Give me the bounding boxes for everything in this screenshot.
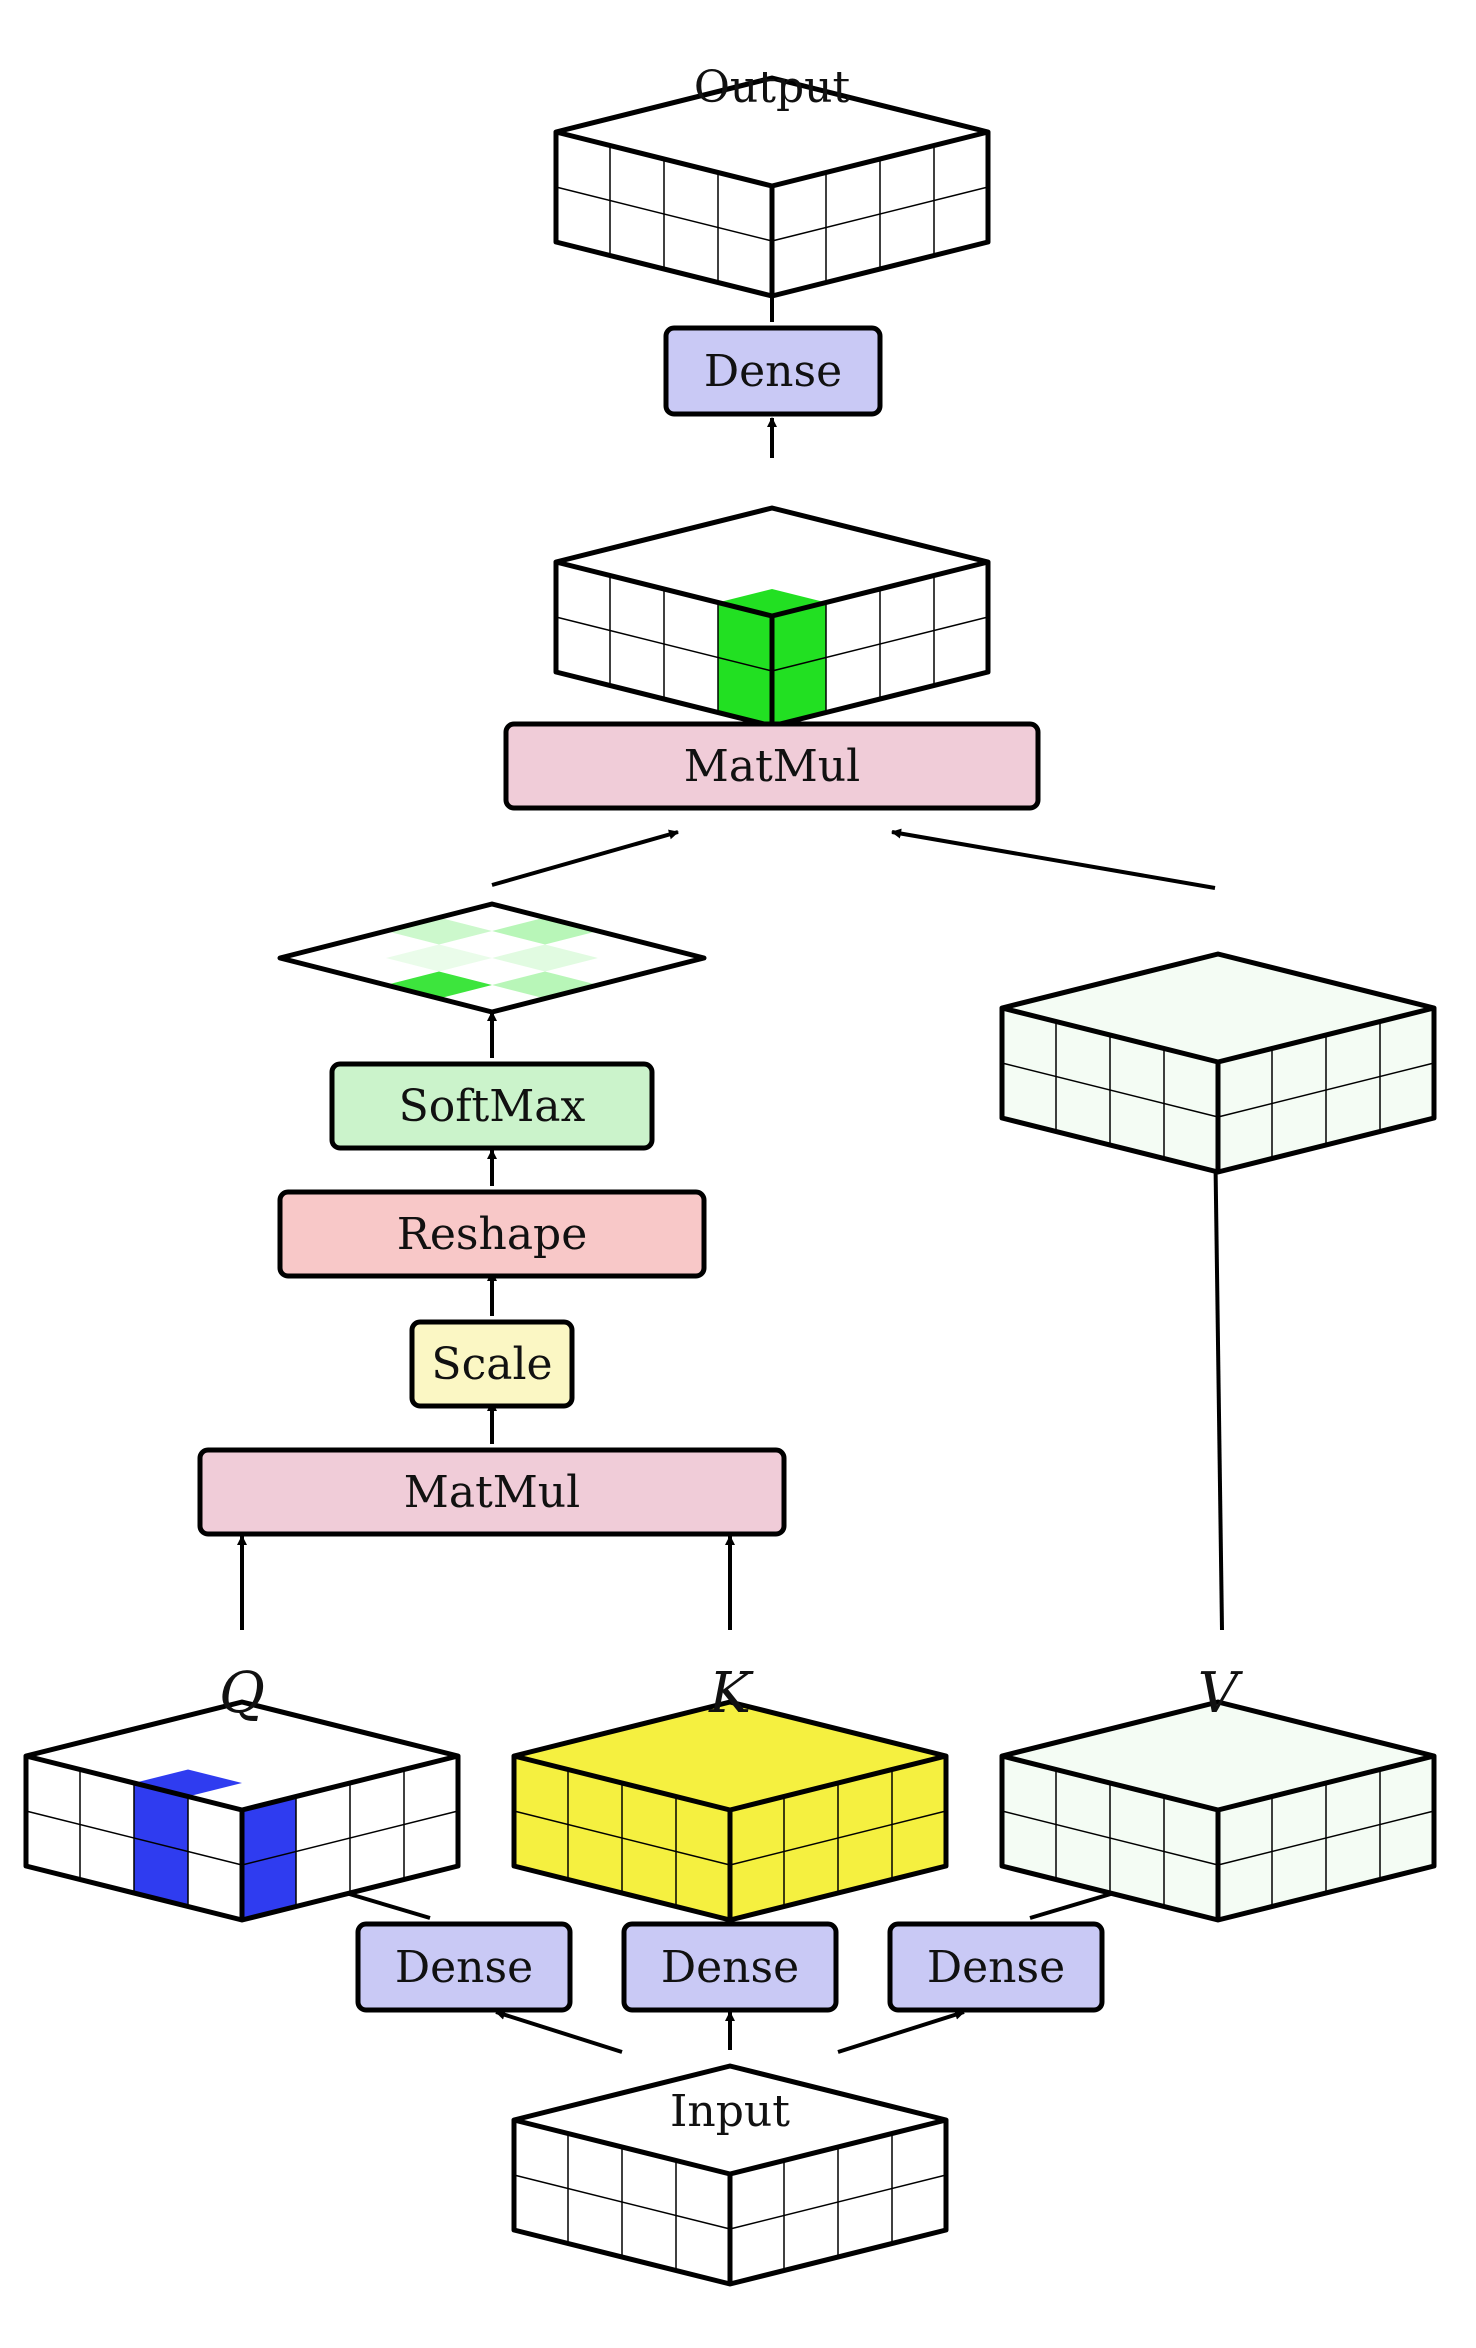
output-label: Output: [694, 62, 851, 113]
block-dense-v: Dense: [887, 1921, 1105, 2013]
block-dense-out-box: [663, 325, 883, 417]
block-matmul-bottom-label: MatMul: [404, 1467, 580, 1518]
edge-input-dense-v: [837, 2009, 965, 2054]
block-matmul-bottom-box: [197, 1447, 787, 1537]
block-matmul-top-box: [503, 721, 1041, 811]
edge-v-tensor: [1210, 1127, 1224, 1631]
edge-v-matmul: [891, 828, 1216, 890]
grid-line: [513, 2174, 731, 2230]
grid-line: [555, 616, 773, 672]
attention-weights-plate: [277, 901, 707, 1015]
block-softmax-box: [329, 1061, 655, 1151]
block-dense-v-label: Dense: [927, 1942, 1065, 1993]
grid-line: [555, 186, 773, 242]
block-reshape-box: [277, 1189, 707, 1279]
block-dense-out: Dense: [663, 325, 883, 417]
block-dense-k-box: [621, 1921, 839, 2013]
tensor-attention-output: [553, 505, 991, 729]
input-label: Input: [670, 2086, 790, 2137]
block-dense-k: Dense: [621, 1921, 839, 2013]
block-dense-v-box: [887, 1921, 1105, 2013]
block-reshape: Reshape: [277, 1189, 707, 1279]
grid-line: [771, 186, 989, 242]
attention-cell: [492, 944, 598, 972]
grid-line: [1001, 1062, 1219, 1118]
plate-outline: [277, 901, 707, 1015]
edge-input-dense-q: [495, 2009, 623, 2054]
grid-line: [241, 1810, 459, 1866]
grid-line: [1217, 1062, 1435, 1118]
tensor-output: [553, 75, 991, 299]
block-dense-k-label: Dense: [661, 1942, 799, 1993]
v-label: V: [1198, 1661, 1244, 1726]
grid-line: [729, 2174, 947, 2230]
q-label: Q: [219, 1661, 265, 1726]
block-scale-box: [409, 1319, 575, 1409]
block-scale-label: Scale: [431, 1339, 552, 1390]
grid-line: [729, 1810, 947, 1866]
k-label: K: [708, 1661, 754, 1726]
tensor-v-projected: [999, 951, 1437, 1175]
edge-attention-matmul: [491, 829, 679, 887]
block-dense-q-box: [355, 1921, 573, 2013]
block-softmax: SoftMax: [329, 1061, 655, 1151]
grid-line: [1001, 1810, 1219, 1866]
grid-line: [513, 1810, 731, 1866]
block-matmul-top-label: MatMul: [684, 741, 860, 792]
block-matmul-bottom: MatMul: [197, 1447, 787, 1537]
block-dense-q-label: Dense: [395, 1942, 533, 1993]
block-softmax-label: SoftMax: [399, 1081, 586, 1132]
grid-line: [771, 616, 989, 672]
block-dense-out-label: Dense: [704, 346, 842, 397]
grid-line: [1217, 1810, 1435, 1866]
block-reshape-label: Reshape: [397, 1209, 588, 1260]
tensor-v: [999, 1699, 1437, 1923]
tensor-q: [23, 1699, 461, 1923]
block-matmul-top: MatMul: [503, 721, 1041, 811]
block-scale: Scale: [409, 1319, 575, 1409]
block-dense-q: Dense: [355, 1921, 573, 2013]
attention-cell: [386, 944, 492, 972]
grid-line: [25, 1810, 243, 1866]
tensor-k: [511, 1699, 949, 1923]
tensor-input: [511, 2063, 949, 2287]
